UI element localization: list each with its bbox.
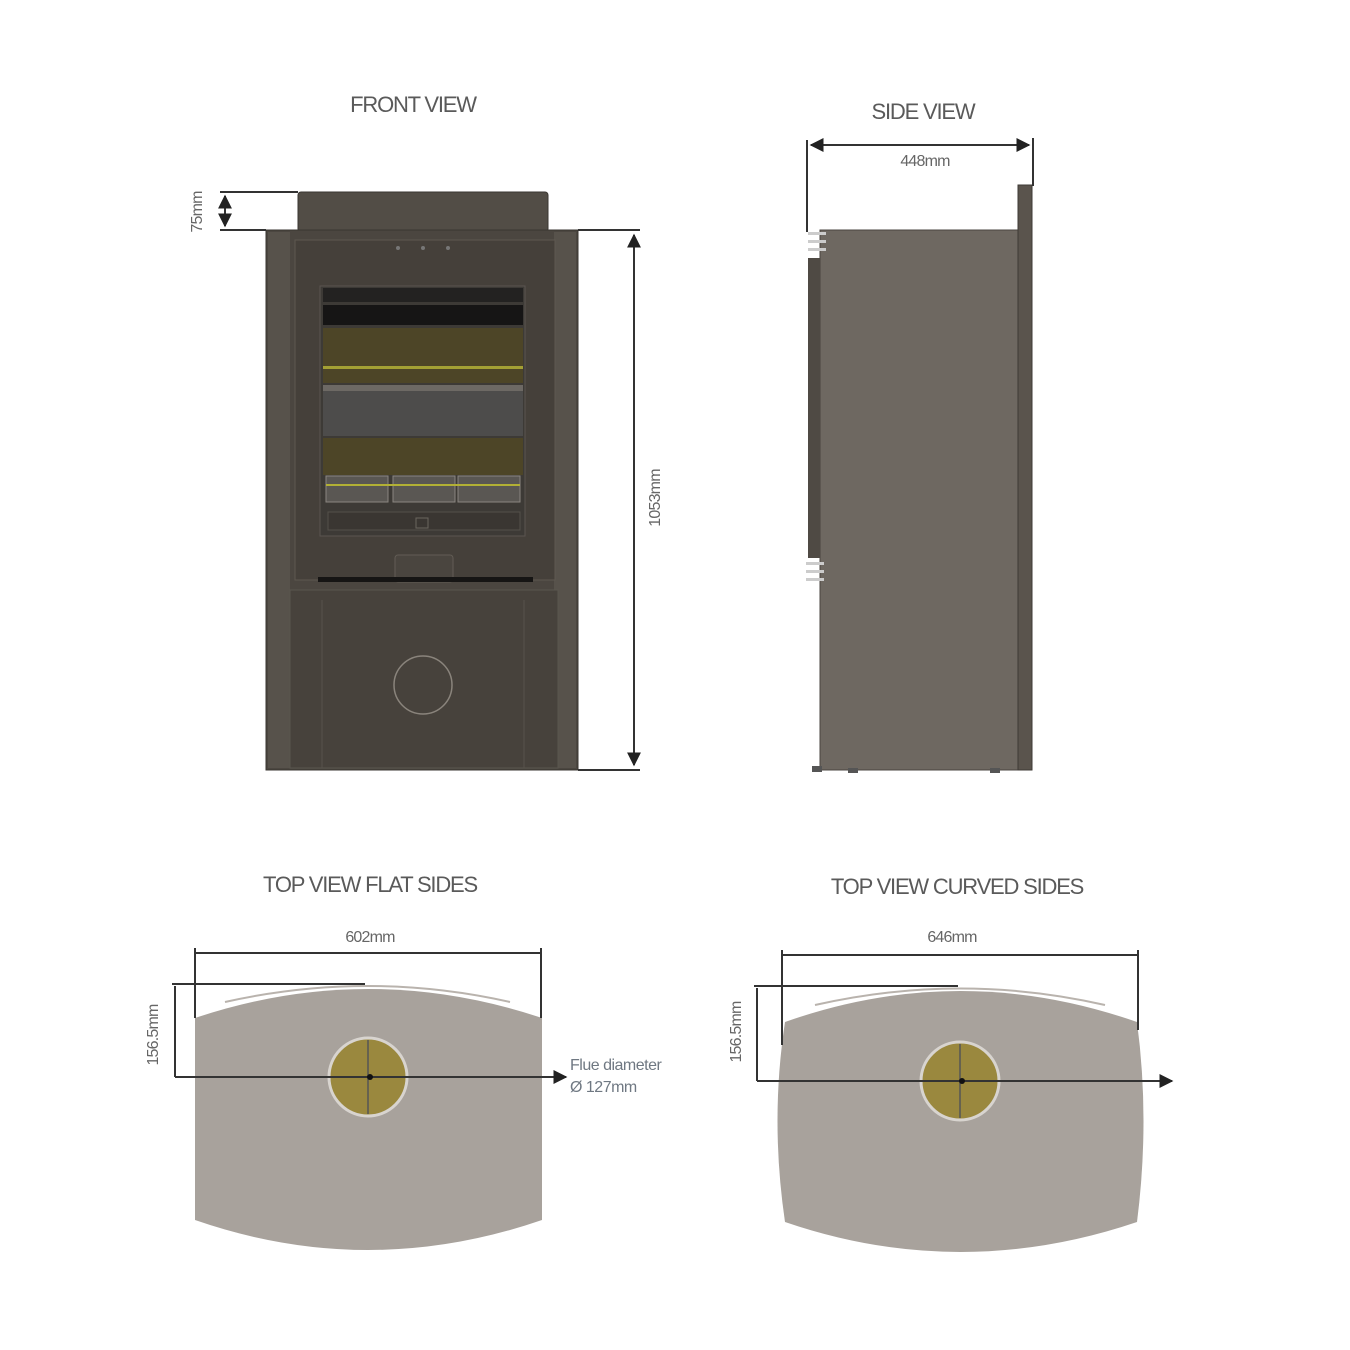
stove-top-cap xyxy=(297,191,549,233)
top-view-curved: TOP VIEW CURVED SIDES 646mm 156.5mm xyxy=(728,874,1174,1252)
dimension-curved-width: 646mm xyxy=(781,929,1139,1045)
side-vents-top xyxy=(808,232,826,251)
body-left-edge xyxy=(268,232,290,768)
stove-lower-panel xyxy=(289,589,559,769)
front-view: FRONT VIEW xyxy=(189,92,664,771)
front-view-title: FRONT VIEW xyxy=(350,92,477,117)
flat-width-label: 602mm xyxy=(345,929,395,946)
control-dot xyxy=(421,246,425,250)
dimension-flat-flue-offset: 156.5mm xyxy=(145,983,568,1084)
stove-side-body xyxy=(819,229,1021,771)
top-view-flat-title: TOP VIEW FLAT SIDES xyxy=(263,872,477,897)
top-plate-flat xyxy=(195,989,542,1250)
depth-label: 448mm xyxy=(900,153,950,170)
control-dot xyxy=(446,246,450,250)
side-view: SIDE VIEW 448mm xyxy=(806,99,1034,773)
stove-foot xyxy=(990,768,1000,773)
side-vents-bottom xyxy=(806,562,824,581)
cap-height-label: 75mm xyxy=(189,191,206,233)
dimension-body-height: 1053mm xyxy=(578,229,664,771)
dimension-depth: 448mm xyxy=(806,138,1034,232)
stove-back-plate xyxy=(1017,184,1033,771)
door-glass xyxy=(319,285,526,537)
curved-width-label: 646mm xyxy=(927,929,977,946)
dimension-flat-width: 602mm xyxy=(194,929,542,1018)
top-plate-edge xyxy=(814,987,1106,1006)
top-view-curved-title: TOP VIEW CURVED SIDES xyxy=(831,874,1084,899)
top-plate-edge xyxy=(224,985,511,1003)
side-view-title: SIDE VIEW xyxy=(872,99,976,124)
door-bottom-shadow xyxy=(318,577,533,582)
dimension-cap-height: 75mm xyxy=(189,191,298,233)
top-plate-curved xyxy=(777,991,1144,1252)
flat-flue-offset-label: 156.5mm xyxy=(145,1004,162,1066)
stove-foot xyxy=(848,768,858,773)
body-right-edge xyxy=(554,232,576,768)
door-side-profile xyxy=(808,258,820,558)
body-height-label: 1053mm xyxy=(647,469,664,527)
flue-diameter-label: Flue diameter xyxy=(570,1057,662,1074)
flue-diameter-value: Ø 127mm xyxy=(570,1079,637,1096)
stove-foot xyxy=(812,766,822,772)
control-dot xyxy=(396,246,400,250)
air-vent-circle xyxy=(393,655,453,715)
top-view-flat: TOP VIEW FLAT SIDES 602mm 156.5mm Flue d… xyxy=(145,872,663,1250)
curved-flue-offset-label: 156.5mm xyxy=(728,1001,745,1063)
dimension-curved-flue-offset: 156.5mm xyxy=(728,985,1174,1088)
